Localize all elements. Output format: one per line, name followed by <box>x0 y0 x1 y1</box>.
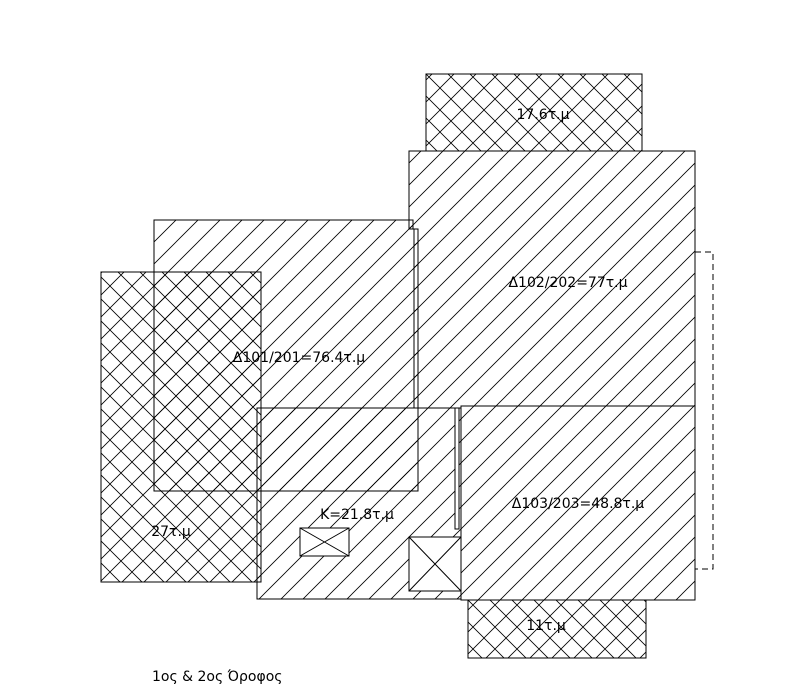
left-balcony-label: 27τ.μ <box>151 524 191 540</box>
dashed-outline <box>695 251 714 570</box>
apartment-d102-label: Δ102/202=77τ.μ <box>508 275 628 291</box>
bottom-balcony-label: 11τ.μ <box>526 618 566 634</box>
elevator-box <box>408 536 462 592</box>
common-area-label: K=21.8τ.μ <box>320 507 394 523</box>
apartment-d103-label: Δ103/203=48.8τ.μ <box>511 496 645 512</box>
partition-wall <box>454 407 460 530</box>
floor-caption: 1ος & 2ος Όροφος <box>152 669 283 685</box>
apartment-d101-label: Δ101/201=76.4τ.μ <box>232 350 366 366</box>
apartment-d103-area <box>460 405 696 601</box>
top-balcony-label: 17.6τ.μ <box>516 107 570 123</box>
bottom-balcony-area <box>467 599 647 659</box>
top-balcony-area <box>425 73 643 152</box>
shaft-box-small <box>299 527 350 557</box>
